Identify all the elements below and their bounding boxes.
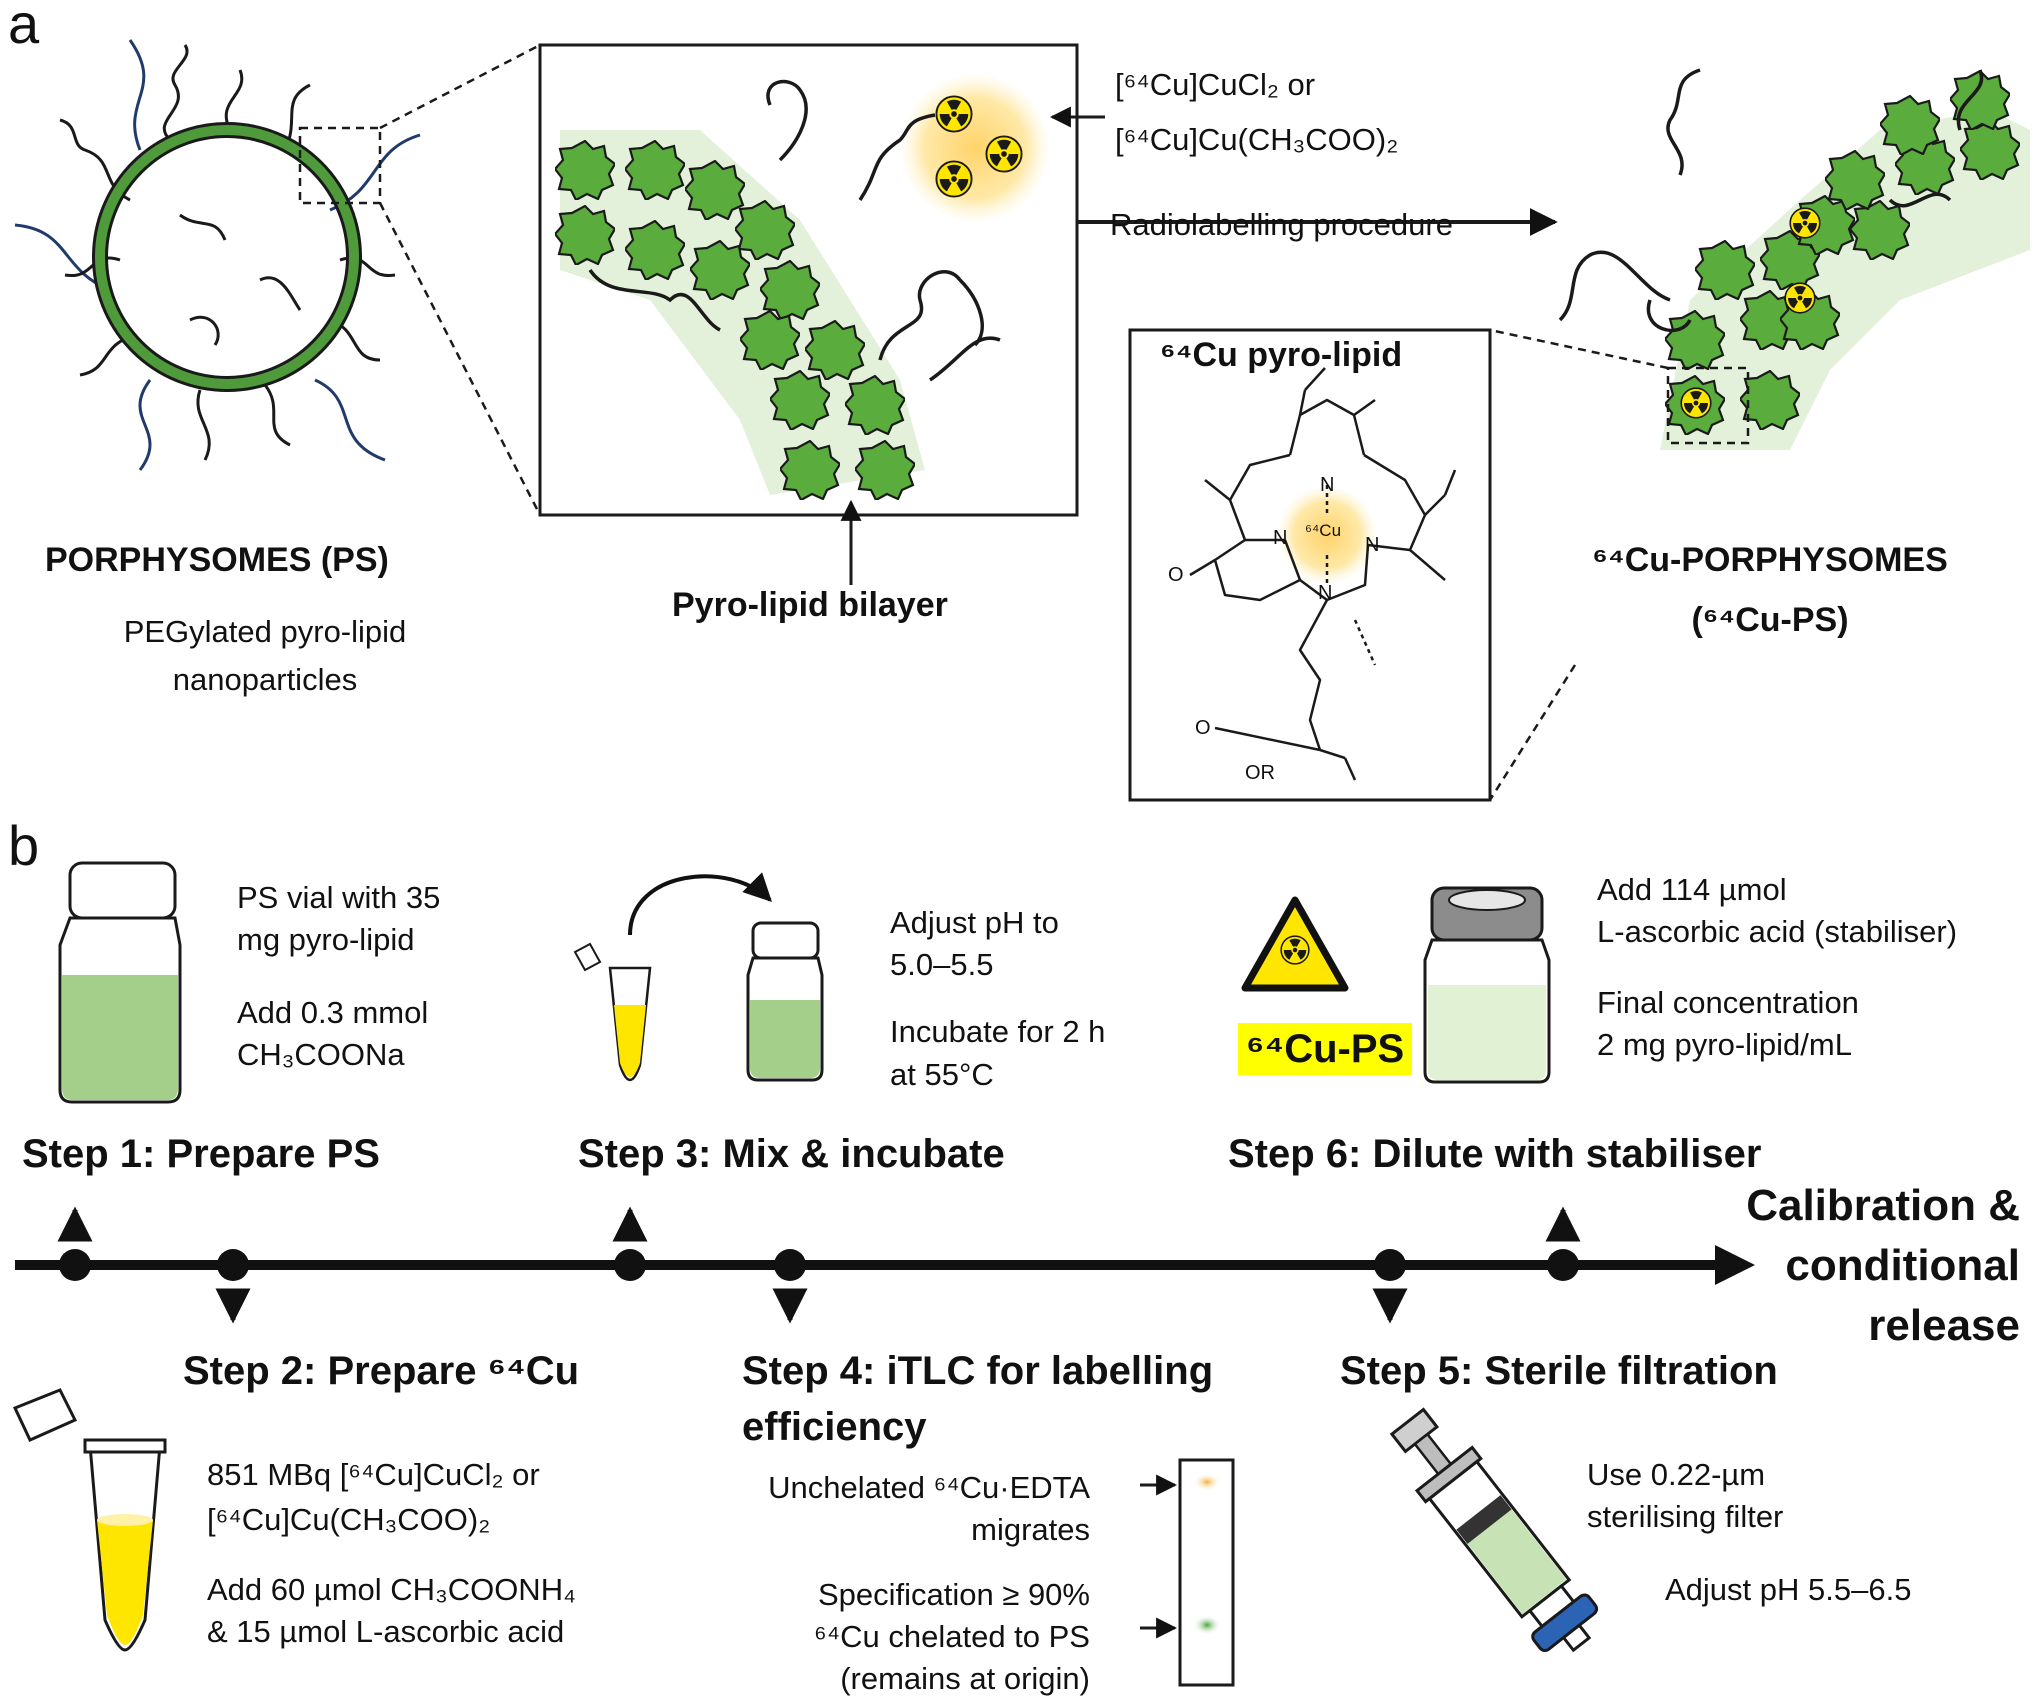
product-label: ⁶⁴Cu-PS: [1238, 1023, 1413, 1075]
mix-illustration: [573, 872, 824, 1082]
chem-n-right: N: [1365, 534, 1380, 556]
cu-tube-icon: [12, 1388, 167, 1652]
panel-a-label: a: [8, 0, 40, 55]
chem-n-left: N: [1273, 527, 1288, 549]
step5-note1-l2: sterilising filter: [1587, 1499, 1784, 1534]
step6-note2-l1: Final concentration: [1597, 985, 1859, 1020]
step4-note1-l1: Unchelated ⁶⁴Cu·EDTA: [768, 1470, 1090, 1505]
bilayer-zoom-box: [538, 43, 1079, 585]
cu-ps-subtitle: (⁶⁴Cu-PS): [1691, 601, 1849, 639]
ps-title: PORPHYSOMES (PS): [45, 541, 389, 579]
step2-note2-l2: & 15 µmol L-ascorbic acid: [207, 1614, 565, 1649]
step2-note2-l1: Add 60 µmol CH₃COONH₄: [207, 1572, 576, 1607]
step6-note2-l2: 2 mg pyro-lipid/mL: [1597, 1027, 1852, 1062]
itlc-strip-icon: [1140, 1458, 1235, 1687]
step4-note1-l2: migrates: [971, 1512, 1090, 1547]
step1-note2-l1: Add 0.3 mmol: [237, 995, 429, 1030]
step3-note1-l2: 5.0–5.5: [890, 947, 994, 982]
final-line2: conditional: [1785, 1241, 2020, 1290]
copper-source-1: [⁶⁴Cu]CuCl₂ or: [1115, 67, 1316, 102]
pyrolipid-title: ⁶⁴Cu pyro-lipid: [1160, 336, 1403, 374]
step5-note1-l1: Use 0.22-µm: [1587, 1457, 1766, 1492]
ps-subtitle-1: PEGylated pyro-lipid: [123, 614, 407, 649]
step3-note2-l2: at 55°C: [890, 1057, 994, 1092]
timeline: [15, 1206, 1755, 1324]
panel-b-label: b: [8, 814, 40, 877]
step5-title: Step 5: Sterile filtration: [1340, 1349, 1778, 1393]
step3-title: Step 3: Mix & incubate: [578, 1132, 1005, 1176]
step3-note1-l1: Adjust pH to: [890, 905, 1059, 940]
chem-n-top: N: [1320, 474, 1335, 496]
step6-note1-l2: L-ascorbic acid (stabiliser): [1597, 914, 1958, 949]
chem-metal-label: ⁶⁴Cu: [1305, 521, 1342, 540]
step5-note2: Adjust pH 5.5–6.5: [1665, 1572, 1912, 1607]
step1-title: Step 1: Prepare PS: [22, 1132, 380, 1176]
zoom-lines-right: [1488, 328, 1669, 801]
ps-subtitle-2: nanoparticles: [172, 662, 358, 697]
step6-title: Step 6: Dilute with stabiliser: [1228, 1132, 1762, 1176]
bilayer-label: Pyro-lipid bilayer: [672, 586, 948, 624]
chem-o-ester: O: [1195, 717, 1211, 739]
radiation-warning-icon: [1241, 896, 1349, 992]
step2-note1-l1: 851 MBq [⁶⁴Cu]CuCl₂ or: [207, 1457, 540, 1492]
final-line3: release: [1868, 1301, 2020, 1350]
step6-note1-l1: Add 114 µmol: [1597, 872, 1787, 907]
step1-note1-l2: mg pyro-lipid: [237, 922, 415, 957]
zoom-lines-left: [378, 43, 542, 516]
step4-title-l1: Step 4: iTLC for labelling: [742, 1349, 1214, 1393]
step3-note2-l1: Incubate for 2 h: [890, 1014, 1106, 1049]
cu-ps-title: ⁶⁴Cu-PORPHYSOMES: [1592, 541, 1948, 579]
syringe-filter-icon: [1389, 1407, 1599, 1653]
cu-porphysome-illustration: [1558, 68, 2030, 450]
step4-note2-l1: Specification ≥ 90%: [817, 1577, 1090, 1612]
step2-title: Step 2: Prepare ⁶⁴Cu: [183, 1349, 580, 1393]
procedure-label: Radiolabelling procedure: [1110, 207, 1453, 242]
porphysome-illustration: [14, 39, 421, 471]
copper-source-2: [⁶⁴Cu]Cu(CH₃COO)₂: [1115, 122, 1399, 157]
step1-note1-l1: PS vial with 35: [237, 880, 441, 915]
step4-note2-l2: ⁶⁴Cu chelated to PS: [814, 1619, 1090, 1654]
chem-n-bottom: N: [1318, 582, 1333, 604]
product-vial-icon: [1423, 886, 1551, 1084]
step4-note2-l3: (remains at origin): [840, 1661, 1090, 1696]
chem-or: OR: [1245, 762, 1275, 784]
pyrolipid-structure-box: [1128, 328, 1492, 802]
step4-title-l2: efficiency: [742, 1405, 927, 1449]
step2-note1-l2: [⁶⁴Cu]Cu(CH₃COO)₂: [207, 1502, 491, 1537]
chem-o-ketone: O: [1168, 564, 1184, 586]
final-line1: Calibration &: [1746, 1181, 2020, 1230]
ps-vial-icon: [58, 861, 182, 1104]
step1-note2-l2: CH₃COONa: [237, 1037, 405, 1072]
